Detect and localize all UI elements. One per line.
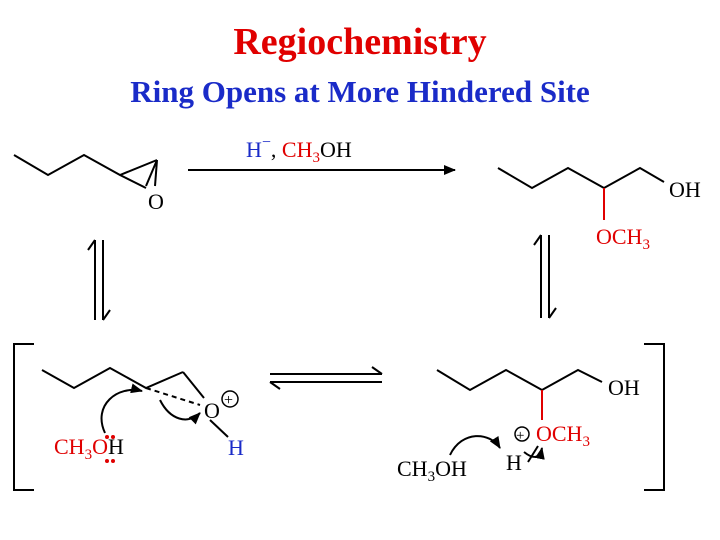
protonated-oxygen: O [204,398,220,423]
leaving-hydrogen: H [506,450,522,475]
curved-arrow-icon-ring-open [159,399,201,425]
lone-pair-dots [105,435,115,463]
protonated-ether [436,368,603,420]
product-hydroxyl: OH [669,177,701,202]
starting-epoxide [13,153,158,189]
equilibrium-arrow-icon-middle [269,366,383,390]
page-title: Regiochemistry [233,21,487,63]
solvent-methanol: CH3OH [397,456,467,485]
intermediate-hydroxyl: OH [608,375,640,400]
nucleophile-methanol: CH3OH [54,434,124,463]
product-methoxy: OCH3 [596,224,650,253]
intermediate-methoxy: OCH3 [536,421,590,450]
curved-arrow-icon-deprotonation [449,435,501,456]
protonated-hydrogen: H [228,435,244,460]
product-molecule [497,166,665,220]
equilibrium-arrow-icon-right [533,234,557,319]
equilibrium-arrow-icon-left [87,239,111,321]
reagent-label: H−, CH3OH [246,134,352,166]
positive-charge-icon-2 [514,426,530,442]
page-subtitle: Ring Opens at More Hindered Site [130,74,590,109]
positive-charge-sign-2: + [516,428,524,444]
oh-bond [527,445,539,463]
curved-arrow-icon-attack [100,383,143,434]
positive-charge-icon [221,390,239,408]
curved-arrow-icon-bond [523,447,545,460]
positive-charge-sign: + [224,392,233,409]
protonated-epoxide [41,366,229,438]
intermediate-bracket [13,343,665,491]
epoxide-oxygen: O [148,189,164,214]
